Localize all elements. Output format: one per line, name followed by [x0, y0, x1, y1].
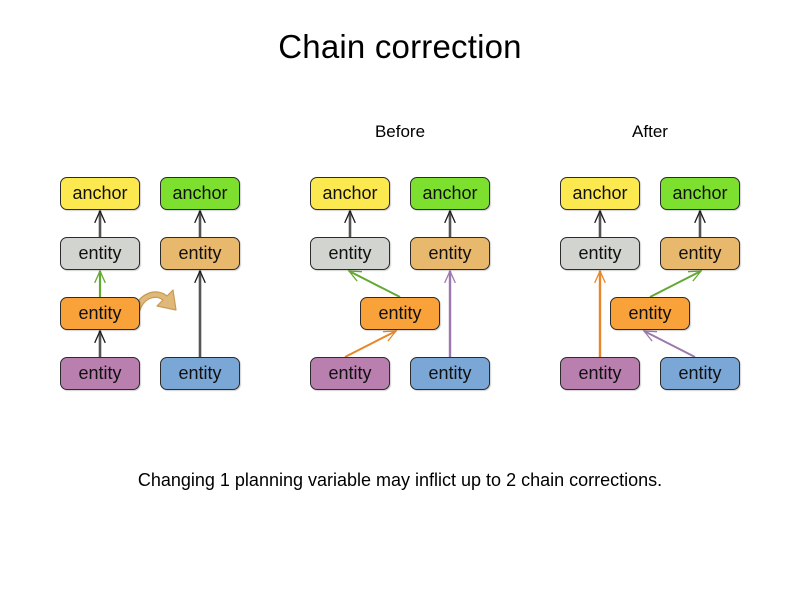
before-entity-gray: entity — [310, 237, 390, 270]
after-anchor-right: anchor — [660, 177, 740, 210]
arrow-blue-to-tan-head — [444, 269, 456, 284]
before-anchor-right: anchor — [410, 177, 490, 210]
after-entity-blue: entity — [660, 357, 740, 390]
node-label: entity — [628, 303, 672, 323]
node-label: entity — [78, 363, 122, 383]
node-label: anchor — [322, 183, 378, 203]
node-label: entity — [428, 243, 472, 263]
node-label: anchor — [172, 183, 228, 203]
arrow-orange-to-tan-head — [687, 270, 703, 282]
before-entity-tan: entity — [410, 237, 490, 270]
arrow-tan-to-anchor-head — [194, 209, 206, 224]
initial-entity-purple: entity — [60, 357, 140, 390]
before-entity-blue: entity — [410, 357, 490, 390]
node-label: entity — [678, 243, 722, 263]
node-label: anchor — [72, 183, 128, 203]
initial-anchor-left: anchor — [60, 177, 140, 210]
arrow-purple-to-orange — [344, 330, 397, 358]
arrow-purple-to-orange-head — [94, 329, 106, 344]
arrow-orange-to-tan — [649, 270, 702, 298]
node-label: entity — [78, 243, 122, 263]
node-label: anchor — [422, 183, 478, 203]
panel-label-before: Before — [374, 122, 426, 141]
caption-text: Changing 1 planning variable may inflict… — [137, 470, 663, 490]
node-label: entity — [428, 363, 472, 383]
arrow-tan-to-anchor-head — [694, 209, 706, 224]
arrow-blue-to-orange — [643, 330, 696, 358]
after-anchor-left: anchor — [560, 177, 640, 210]
node-label: anchor — [572, 183, 628, 203]
arrow-gray-to-anchor-head — [594, 209, 606, 224]
node-label: entity — [578, 243, 622, 263]
panel-arrows-after — [594, 209, 706, 358]
arrow-blue-to-tan-head — [194, 269, 206, 284]
after-entity-gray: entity — [560, 237, 640, 270]
initial-entity-gray: entity — [60, 237, 140, 270]
node-label: entity — [678, 363, 722, 383]
node-label: entity — [328, 243, 372, 263]
panel-arrows-before — [344, 209, 456, 358]
node-label: entity — [378, 303, 422, 323]
node-label: entity — [178, 363, 222, 383]
node-label: entity — [578, 363, 622, 383]
initial-entity-tan: entity — [160, 237, 240, 270]
arrow-orange-to-gray-head — [347, 270, 363, 282]
initial-entity-orange: entity — [60, 297, 140, 330]
before-entity-orange: entity — [360, 297, 440, 330]
after-entity-orange: entity — [610, 297, 690, 330]
arrow-purple-to-orange-head — [382, 330, 398, 342]
panel-arrows-initial — [94, 209, 206, 357]
before-entity-purple: entity — [310, 357, 390, 390]
initial-entity-blue: entity — [160, 357, 240, 390]
initial-anchor-right: anchor — [160, 177, 240, 210]
arrow-purple-to-gray-head — [594, 269, 606, 284]
node-label: entity — [178, 243, 222, 263]
after-entity-tan: entity — [660, 237, 740, 270]
before-anchor-left: anchor — [310, 177, 390, 210]
arrow-gray-to-anchor-head — [94, 209, 106, 224]
arrow-blue-to-orange-head — [642, 330, 658, 342]
page-title: Chain correction — [278, 28, 522, 65]
panel-label-after: After — [632, 122, 668, 141]
after-entity-purple: entity — [560, 357, 640, 390]
arrow-orange-to-gray-head — [94, 269, 106, 284]
arrow-gray-to-anchor-head — [344, 209, 356, 224]
arrow-orange-to-gray — [348, 270, 401, 298]
node-label: entity — [328, 363, 372, 383]
arrow-tan-to-anchor-head — [444, 209, 456, 224]
node-label: anchor — [672, 183, 728, 203]
node-label: entity — [78, 303, 122, 323]
